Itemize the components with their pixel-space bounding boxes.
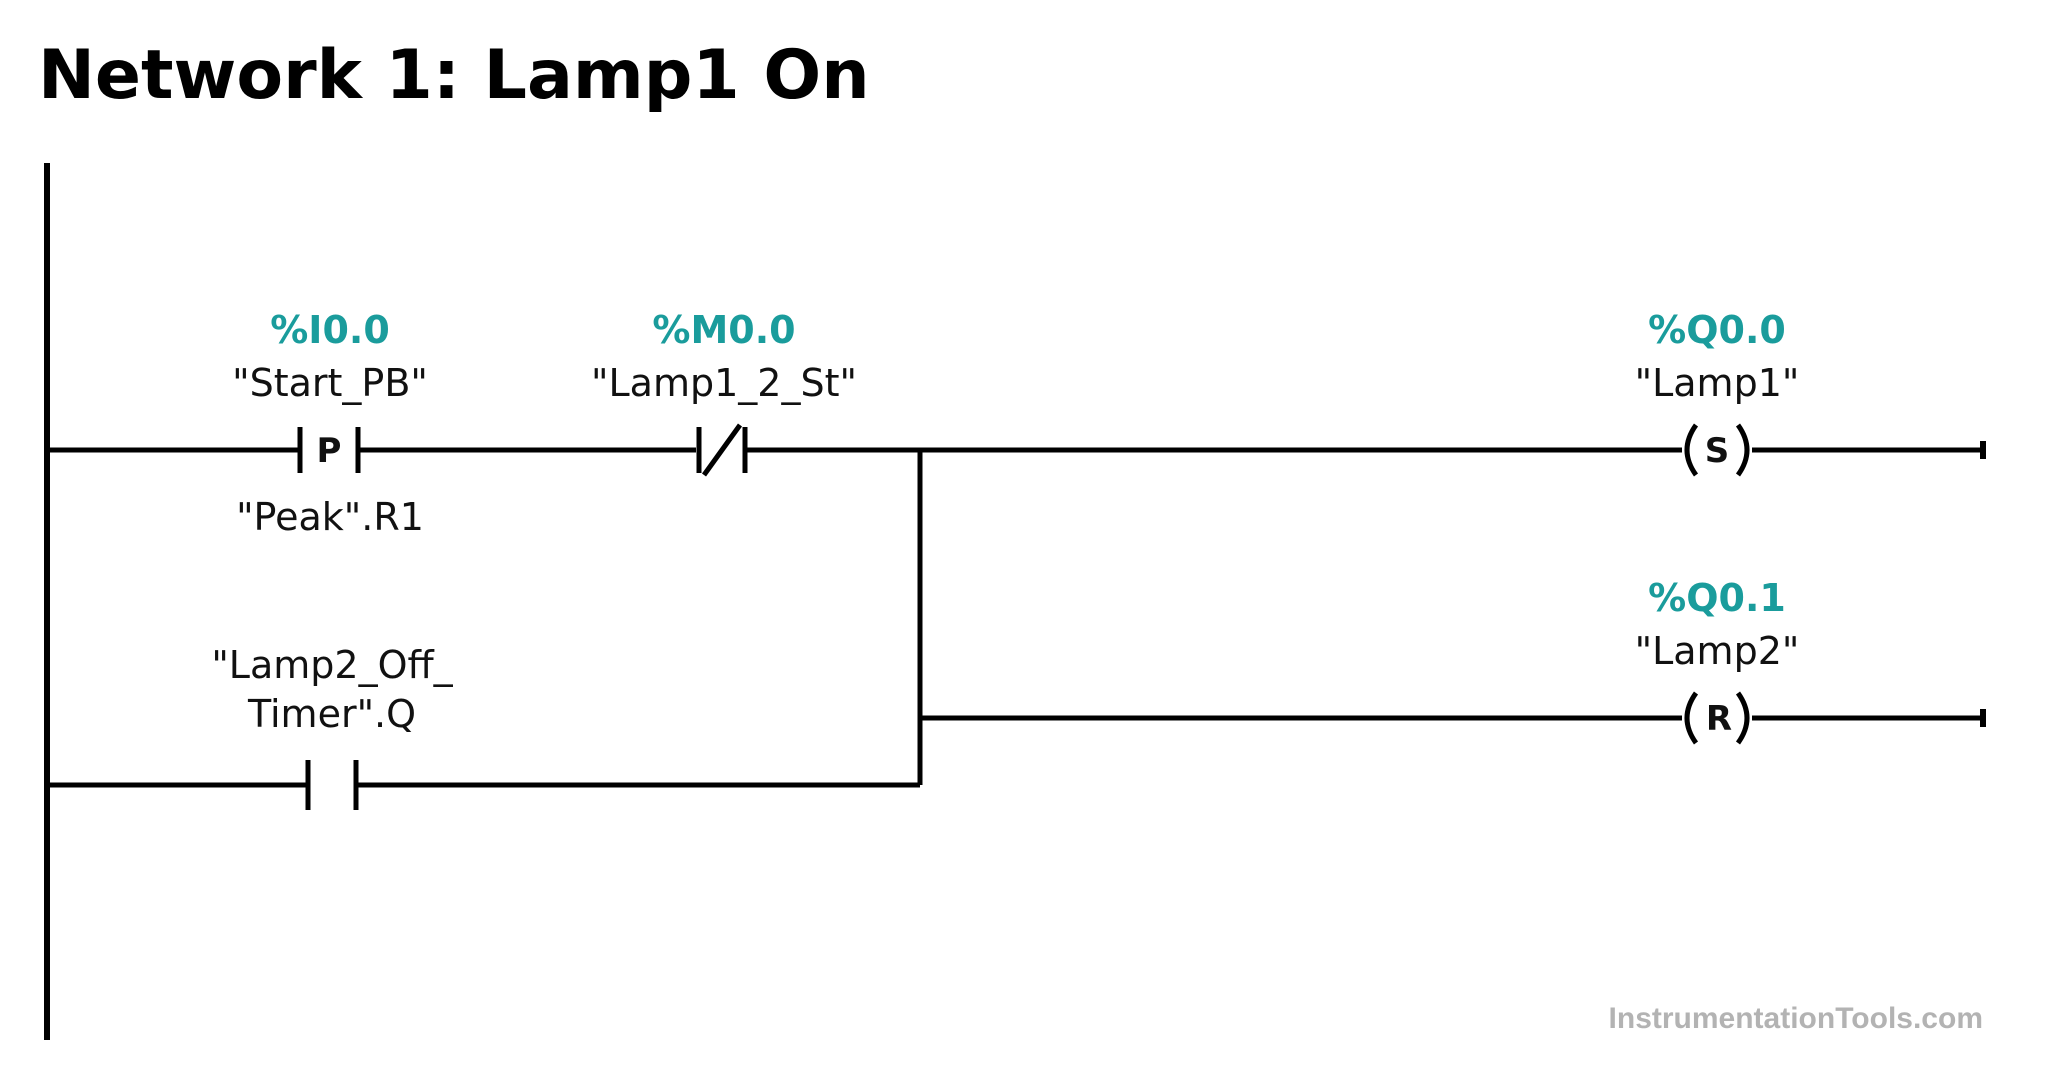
network-title: Network 1: Lamp1 On (38, 36, 870, 115)
watermark-text: InstrumentationTools.com (1609, 1002, 1983, 1035)
coil-lamp1-set[interactable]: S (1684, 423, 1750, 477)
nc-slash (701, 423, 743, 477)
contact1-address: %I0.0 (270, 308, 390, 352)
contact2-address: %M0.0 (652, 308, 795, 352)
coil2-address: %Q0.1 (1648, 576, 1786, 620)
coil-lamp2-reset[interactable]: R (1684, 691, 1750, 745)
coil-left-paren (1684, 423, 1699, 477)
reset-coil-letter: R (1706, 699, 1732, 739)
contact1-edge-memory: "Peak".R1 (236, 495, 424, 539)
coil1-address: %Q0.0 (1648, 308, 1786, 352)
contact-lamp1-2-st-nc[interactable] (696, 423, 748, 477)
coil2-tag: "Lamp2" (1635, 629, 1800, 673)
coil-left-paren (1684, 691, 1699, 745)
set-coil-letter: S (1705, 431, 1730, 471)
contact1-tag: "Start_PB" (232, 361, 428, 405)
contact3-tag-line1: "Lamp2_Off_ (211, 643, 453, 687)
contact-lamp2-off-timer-no[interactable] (305, 760, 359, 810)
p-edge-letter: P (317, 431, 342, 471)
contact3-tag-line2: Timer".Q (247, 692, 416, 736)
coil-right-paren (1735, 691, 1750, 745)
contact-start-pb-p-edge[interactable]: P (297, 427, 361, 473)
coil1-tag: "Lamp1" (1635, 361, 1800, 405)
contact2-tag: "Lamp1_2_St" (591, 361, 857, 405)
coil-right-paren (1735, 423, 1750, 477)
